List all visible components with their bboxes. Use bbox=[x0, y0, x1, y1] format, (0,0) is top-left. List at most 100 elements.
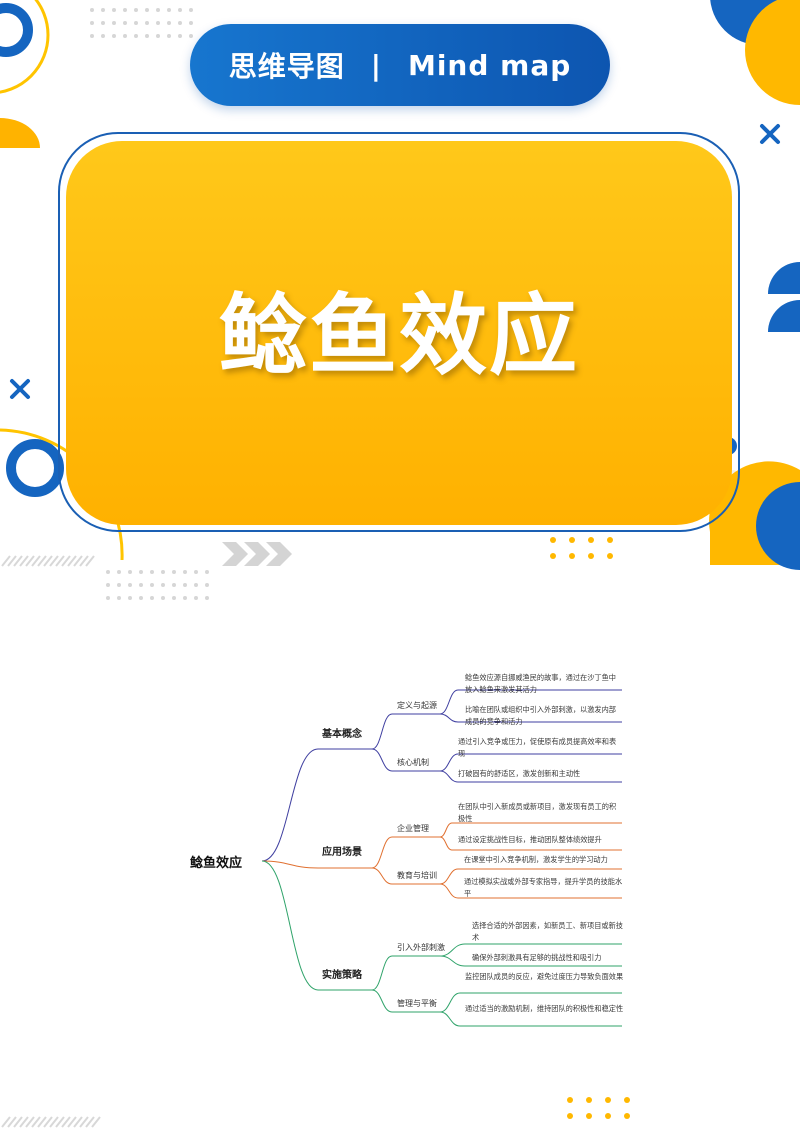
sub-connector bbox=[371, 836, 393, 869]
decor-dot bbox=[150, 596, 154, 600]
decor-dot bbox=[156, 34, 160, 38]
decor-dot bbox=[112, 8, 116, 12]
decor-dot bbox=[134, 8, 138, 12]
top-left-ring-yellow bbox=[0, 0, 50, 94]
sub-connector bbox=[371, 867, 393, 885]
leaf-connector bbox=[439, 689, 459, 715]
sub-connector bbox=[371, 989, 393, 1013]
decor-dot bbox=[90, 34, 94, 38]
decor-dot bbox=[123, 21, 127, 25]
leaf-connector bbox=[439, 713, 459, 723]
leaf-text: 确保外部刺激具有足够的挑战性和吸引力 bbox=[472, 953, 602, 962]
decor-dot bbox=[112, 21, 116, 25]
sub-branch-label: 教育与培训 bbox=[397, 871, 437, 880]
leaf-text: 在课堂中引入竞争机制，激发学生的学习动力 bbox=[464, 855, 608, 864]
leaf-text: 在团队中引入新成员或新项目，激发现有员工的积极性 bbox=[458, 802, 617, 823]
top-right-yellow-circle bbox=[745, 0, 800, 105]
decor-dot bbox=[172, 583, 176, 587]
decor-dot bbox=[123, 34, 127, 38]
top-left-ring-blue bbox=[0, 3, 33, 57]
decor-dot bbox=[167, 34, 171, 38]
sub-connector bbox=[371, 748, 393, 772]
header-title-cn: 思维导图 bbox=[228, 50, 345, 83]
branch-label: 基本概念 bbox=[322, 729, 362, 740]
dot-grid-left bbox=[106, 570, 209, 600]
yellow-dots-1 bbox=[550, 537, 613, 559]
root-connector bbox=[261, 860, 319, 869]
left-yellow-half bbox=[0, 118, 40, 148]
decor-dot bbox=[586, 1113, 592, 1119]
decor-dot bbox=[172, 596, 176, 600]
decor-dot bbox=[624, 1097, 630, 1103]
title-card-frame bbox=[58, 132, 740, 532]
branch-label: 实施策略 bbox=[322, 970, 362, 981]
decor-dot bbox=[183, 583, 187, 587]
decor-dot bbox=[128, 596, 132, 600]
decor-dot bbox=[134, 34, 138, 38]
decor-dot bbox=[178, 8, 182, 12]
decor-dot bbox=[134, 21, 138, 25]
decor-dot bbox=[161, 583, 165, 587]
header-separator: | bbox=[370, 48, 382, 82]
decor-dot bbox=[156, 21, 160, 25]
leaf-text: 监控团队成员的反应，避免过度压力导致负面效果 bbox=[465, 972, 624, 981]
decor-dot bbox=[550, 553, 556, 559]
leaf-text: 通过设定挑战性目标，推动团队整体绩效提升 bbox=[458, 835, 602, 844]
sub-connector bbox=[371, 713, 393, 750]
decor-dot bbox=[139, 583, 143, 587]
leaf-connector bbox=[439, 753, 459, 772]
leaf-text: 通过引入竞争或压力，促使原有成员提高效率和表现 bbox=[458, 737, 617, 758]
leaf-connector bbox=[439, 1011, 461, 1027]
hatch-stripes bbox=[1, 555, 95, 567]
decor-dot bbox=[90, 8, 94, 12]
decor-dot bbox=[106, 583, 110, 587]
decor-dot bbox=[624, 1113, 630, 1119]
dot-grid-top bbox=[90, 8, 193, 38]
hatch-stripes-bottom bbox=[1, 1116, 101, 1128]
decor-dot bbox=[101, 8, 105, 12]
decor-dot bbox=[189, 21, 193, 25]
decor-dot bbox=[183, 570, 187, 574]
sub-branch-label: 企业管理 bbox=[397, 824, 429, 833]
decor-dot bbox=[605, 1113, 611, 1119]
decor-dot bbox=[117, 570, 121, 574]
decor-dot bbox=[567, 1097, 573, 1103]
decor-dot bbox=[607, 553, 613, 559]
decor-dot bbox=[156, 8, 160, 12]
mind-map-root: 鲶鱼效应 bbox=[190, 856, 243, 871]
decor-dot bbox=[106, 570, 110, 574]
leaf-text: 比喻在团队或组织中引入外部刺激，以激发内部成员的竞争和活力 bbox=[465, 705, 616, 726]
right-blue-half-1 bbox=[768, 262, 800, 294]
decor-dot bbox=[205, 583, 209, 587]
decor-dot bbox=[139, 570, 143, 574]
decor-dot bbox=[172, 570, 176, 574]
header-banner: 思维导图 | Mind map bbox=[190, 24, 610, 106]
decor-dot bbox=[605, 1097, 611, 1103]
right-blue-half-2 bbox=[768, 300, 800, 332]
leaf-connector bbox=[439, 955, 466, 967]
decor-dot bbox=[145, 21, 149, 25]
sub-connector bbox=[371, 955, 393, 991]
leaf-text: 通过适当的激励机制，维持团队的积极性和稳定性 bbox=[465, 1004, 624, 1013]
title-card bbox=[66, 141, 732, 525]
decor-dot bbox=[123, 8, 127, 12]
header-title-en: Mind map bbox=[407, 48, 572, 82]
decor-dot bbox=[101, 34, 105, 38]
decor-dot bbox=[567, 1113, 573, 1119]
decor-dot bbox=[550, 537, 556, 543]
decor-dot bbox=[167, 21, 171, 25]
yellow-dots-2 bbox=[567, 1097, 630, 1119]
leaf-text: 选择合适的外部因素，如新员工、新项目或新技术 bbox=[472, 921, 623, 942]
decor-dot bbox=[588, 537, 594, 543]
leaf-connector bbox=[439, 992, 461, 1013]
decor-dot bbox=[607, 537, 613, 543]
decor-dot bbox=[586, 1097, 592, 1103]
root-connector bbox=[261, 748, 319, 862]
decor-dot bbox=[194, 570, 198, 574]
decor-dot bbox=[189, 8, 193, 12]
decor-dot bbox=[194, 583, 198, 587]
sub-branch-label: 管理与平衡 bbox=[397, 999, 437, 1008]
